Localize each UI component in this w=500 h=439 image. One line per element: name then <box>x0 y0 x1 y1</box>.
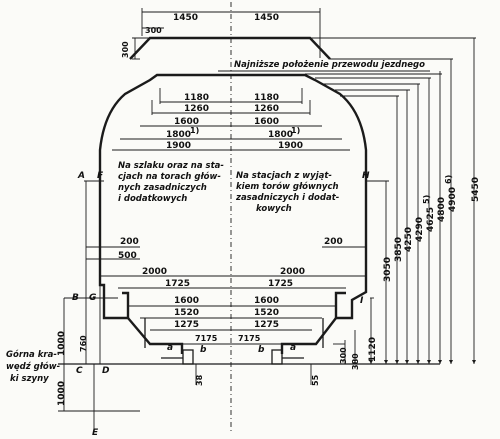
dim-2000-right: 2000 <box>280 267 305 277</box>
lower-contour <box>127 317 337 354</box>
dim-1800-note-left: 1) <box>190 126 199 135</box>
dim-300-side: 300 <box>121 41 130 58</box>
dim-1260-right: 1260 <box>254 104 279 114</box>
right-rail <box>271 349 283 365</box>
left-rail <box>182 349 194 365</box>
point-E: E <box>92 428 99 438</box>
roof-contour <box>98 73 368 172</box>
dim-1800-note-right: 1) <box>291 126 300 135</box>
point-D: D <box>102 366 110 376</box>
dim-3850: 3850 <box>394 237 404 262</box>
pantograph-zone-outline <box>129 36 331 60</box>
dim-1725-left: 1725 <box>165 279 190 289</box>
dim-1180-left: 1180 <box>184 93 209 103</box>
point-B: B <box>72 293 79 303</box>
dim-1520-right: 1520 <box>254 308 279 318</box>
dim-2000-left: 2000 <box>142 267 167 277</box>
contact-wire-label: Najniższe położenie przewodu jezdnego <box>234 60 425 70</box>
height-arrowheads <box>369 360 476 364</box>
left-reference-lines <box>63 180 118 432</box>
dim-1600-lower-right: 1600 <box>254 296 279 306</box>
dim-1450-left: 1450 <box>173 13 198 23</box>
dim-4290: 4290 <box>415 217 425 242</box>
dim-200-left: 200 <box>120 237 139 247</box>
dim-300-top: 300 <box>145 26 162 35</box>
dim-1725-right: 1725 <box>268 279 293 289</box>
point-H: H <box>362 171 370 181</box>
dim-1180-right: 1180 <box>254 93 279 103</box>
dim-1600-left: 1600 <box>174 117 199 127</box>
track-zone-sides <box>144 318 324 348</box>
dim-500-left: 500 <box>118 251 137 261</box>
right-side-contour <box>334 172 368 320</box>
point-I: I <box>360 296 364 306</box>
point-F: F <box>97 171 104 181</box>
dim-300-low: 300 <box>339 347 348 364</box>
lower-width-dimension-lines <box>100 275 366 345</box>
point-b-right: b <box>258 345 265 355</box>
dim-1800-right: 1800 <box>268 130 293 140</box>
dim-4625-note: 5) <box>422 195 431 204</box>
dim-1600-right: 1600 <box>254 117 279 127</box>
top-dimensions <box>132 8 321 60</box>
height-dimension-lines <box>305 37 476 364</box>
dim-3050: 3050 <box>383 257 393 282</box>
dim-4900: 4900 <box>448 187 458 212</box>
dim-1275-left: 1275 <box>174 320 199 330</box>
point-a-left: a <box>167 343 173 353</box>
left-description: Na szlaku oraz na sta- cjach na torach g… <box>118 161 227 204</box>
dim-1800-left: 1800 <box>166 130 191 140</box>
dim-760: 760 <box>79 335 88 352</box>
dim-1600-lower-left: 1600 <box>174 296 199 306</box>
dim-4800: 4800 <box>437 197 447 222</box>
dim-7175-left: 7175 <box>195 334 218 343</box>
dim-1000-down: 1000 <box>57 381 67 406</box>
point-a-right: a <box>290 343 296 353</box>
dim-5450: 5450 <box>471 177 481 202</box>
dim-4625: 4625 <box>426 207 436 232</box>
dim-4250: 4250 <box>404 227 414 252</box>
dim-7175-right: 7175 <box>238 334 261 343</box>
dim-380: 380 <box>351 353 360 370</box>
dim-1450-right: 1450 <box>254 13 279 23</box>
dim-1900-left: 1900 <box>166 141 191 151</box>
dim-200-right: 200 <box>324 237 343 247</box>
dim-1260-left: 1260 <box>184 104 209 114</box>
dim-4900-note: 6) <box>444 175 453 184</box>
point-C: C <box>76 366 83 376</box>
upper-width-dimension-lines <box>112 88 350 151</box>
dim-1900-right: 1900 <box>278 141 303 151</box>
dim-1000-up: 1000 <box>57 331 67 356</box>
dim-38: 38 <box>195 374 204 386</box>
point-G: G <box>89 293 96 303</box>
rail-top-label: Górna kra- wędź głów- ki szyny <box>6 349 63 384</box>
dim-1120: 1120 <box>368 337 378 362</box>
right-description: Na stacjach z wyjąt- kiem torów głównych… <box>235 171 342 214</box>
dim-1275-right: 1275 <box>254 320 279 330</box>
dim-55: 55 <box>311 374 320 386</box>
dim-1520-left: 1520 <box>174 308 199 318</box>
point-A: A <box>77 171 85 181</box>
point-b-left: b <box>200 345 207 355</box>
